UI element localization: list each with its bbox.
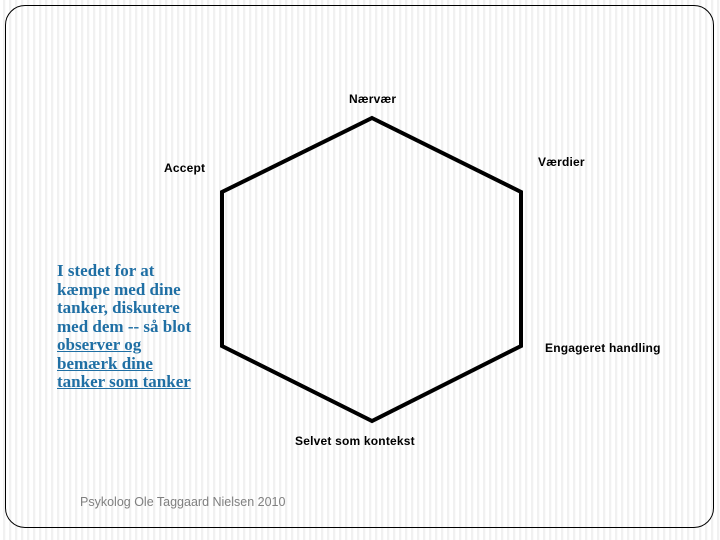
body-text-line: tanker, diskutere [57, 298, 180, 317]
body-text-line: med dem -- så blot [57, 316, 192, 336]
body-text-line: kæmpe med dine [57, 279, 181, 299]
hexagon-label-bottom: Selvet som kontekst [295, 434, 415, 448]
hexagon-label-upper-right: Værdier [538, 155, 585, 169]
body-text-line: I stedet for at [57, 261, 155, 280]
hexagon-label-top: Nærvær [349, 92, 397, 106]
footer-credit: Psykolog Ole Taggaard Nielsen 2010 [80, 495, 286, 509]
body-text-block: I stedet for at kæmpe med dine tanker, d… [57, 261, 227, 392]
hexagon-label-upper-left: Accept [164, 161, 206, 175]
body-text-line-underlined: bemærk dine [57, 353, 153, 373]
body-text-line-underlined: tanker som tanker [57, 372, 191, 391]
hexagon-outline [220, 115, 523, 424]
hexagon-label-middle-right: Engageret handling [545, 341, 661, 355]
body-text-line-underlined: observer og [57, 335, 142, 354]
